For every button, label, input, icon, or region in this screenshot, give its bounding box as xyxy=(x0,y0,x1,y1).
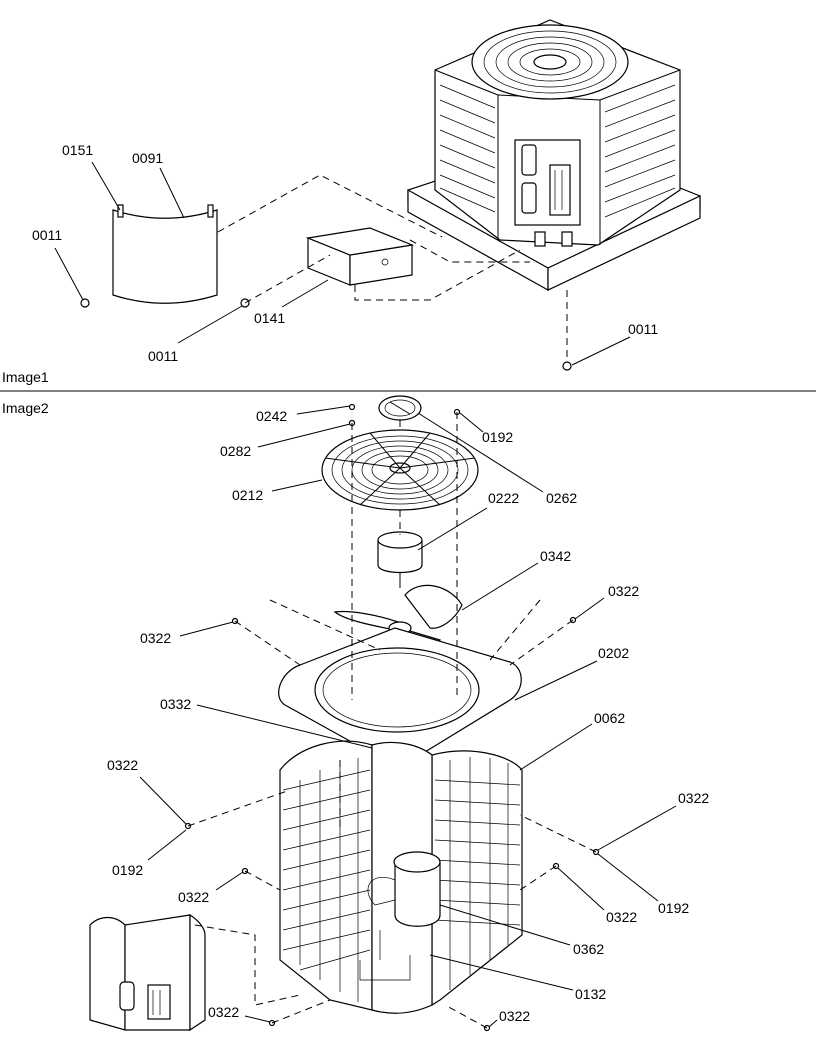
section-label-image2: Image2 xyxy=(2,400,49,416)
callouts-image2: 0242 0282 0192 0212 0262 0222 0342 0322 … xyxy=(107,408,709,1024)
callout-0011-right: 0011 xyxy=(628,321,658,337)
callout-0062: 0062 xyxy=(594,710,625,726)
callout-0332: 0332 xyxy=(160,696,191,712)
fan-grille xyxy=(321,429,479,511)
callout-0322-f: 0322 xyxy=(606,909,637,925)
callout-0342: 0342 xyxy=(540,548,571,564)
assembly-lines-image1 xyxy=(217,174,568,362)
callout-0222: 0222 xyxy=(488,490,519,506)
callout-0322-g: 0322 xyxy=(208,1004,239,1020)
callout-0202: 0202 xyxy=(598,645,629,661)
section-label-image1: Image1 xyxy=(2,369,49,385)
callout-0282: 0282 xyxy=(220,443,251,459)
condenser-unit-assembled xyxy=(407,19,701,292)
orifice-top-panel xyxy=(278,627,522,761)
mounting-bracket xyxy=(305,227,415,286)
callouts-image1: 0151 0091 0011 0011 0141 0011 xyxy=(32,142,658,364)
callout-0242: 0242 xyxy=(256,408,287,424)
callout-0322-b: 0322 xyxy=(608,583,639,599)
compressor xyxy=(359,851,441,981)
callout-0091: 0091 xyxy=(132,150,163,166)
callout-0192-right: 0192 xyxy=(658,900,689,916)
fan-motor xyxy=(377,531,423,588)
callout-0212: 0212 xyxy=(232,487,263,503)
callout-0151: 0151 xyxy=(62,142,93,158)
access-panel xyxy=(112,204,218,304)
assembly-lines-image2 xyxy=(187,412,597,1029)
callout-0262: 0262 xyxy=(546,490,577,506)
callout-0322-d: 0322 xyxy=(678,790,709,806)
callout-0192-left: 0192 xyxy=(112,862,143,878)
callout-0322-a: 0322 xyxy=(140,630,171,646)
control-box-panel xyxy=(89,913,206,1032)
callout-0141: 0141 xyxy=(254,310,285,326)
callout-0322-c: 0322 xyxy=(107,757,138,773)
callout-0132: 0132 xyxy=(575,986,606,1002)
callout-0322-e: 0322 xyxy=(178,889,209,905)
callout-0362: 0362 xyxy=(573,941,604,957)
callout-0011-bottom: 0011 xyxy=(148,348,178,364)
leader-lines-image1 xyxy=(54,161,631,366)
callout-0011-left: 0011 xyxy=(32,227,62,243)
shroud-cap xyxy=(378,395,422,421)
leader-lines-image2 xyxy=(139,405,677,1028)
callout-0322-h: 0322 xyxy=(499,1008,530,1024)
callout-0192-top: 0192 xyxy=(482,429,513,445)
